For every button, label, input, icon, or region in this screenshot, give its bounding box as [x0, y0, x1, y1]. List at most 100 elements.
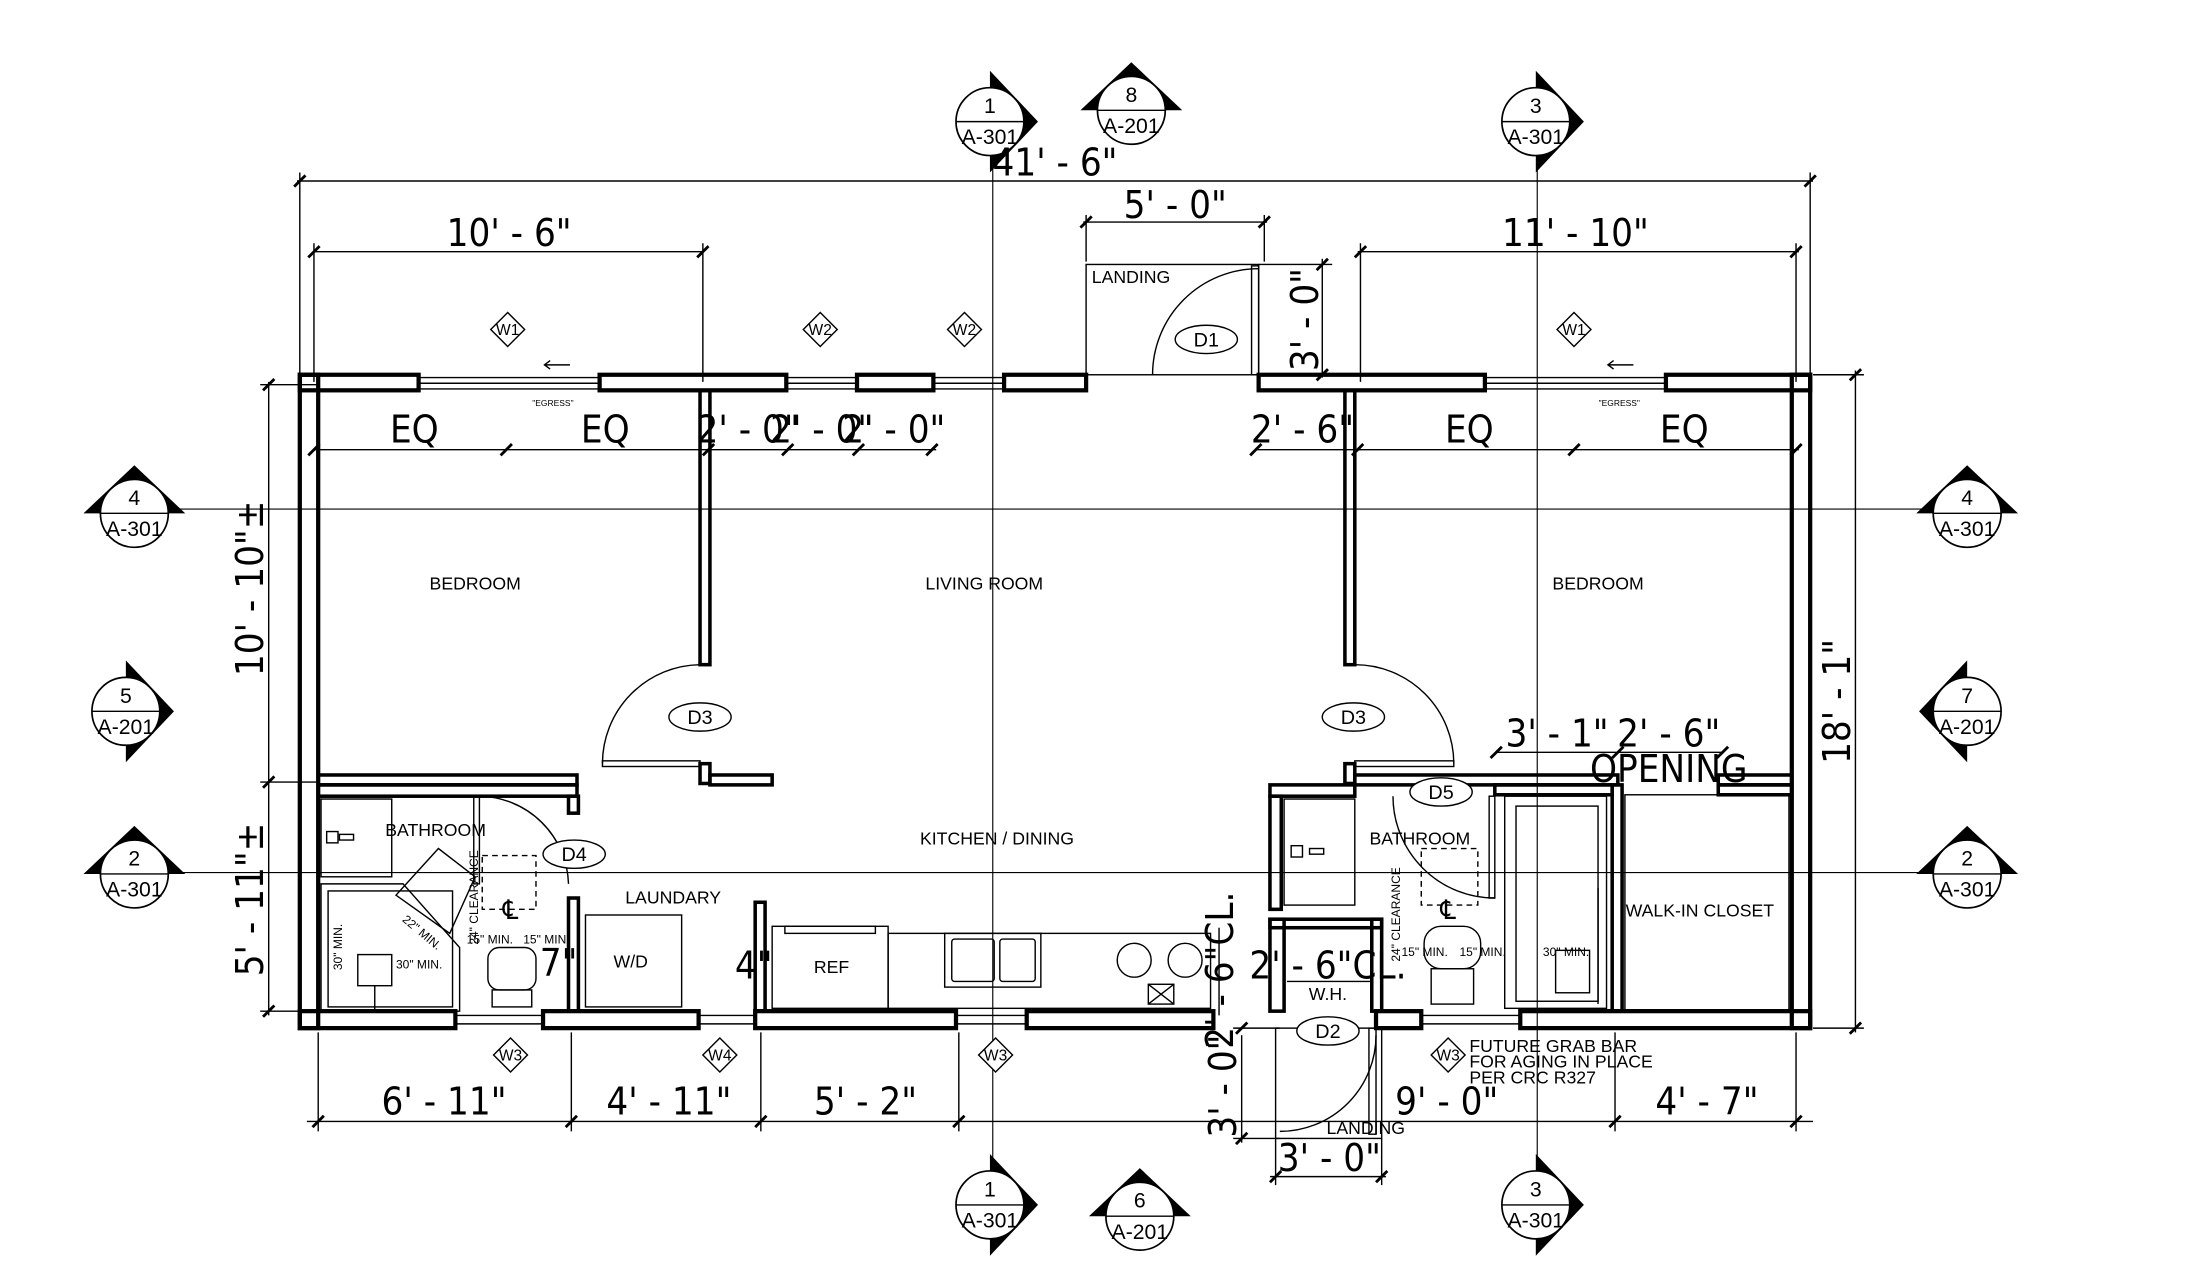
section-sheet: A-301 — [962, 1210, 1019, 1233]
room-living-room: LIVING ROOM — [925, 574, 1043, 594]
interior-walls — [316, 388, 1794, 1013]
door-tag-label: D5 — [1428, 782, 1453, 804]
section-marker-left-2: 2A-301 — [83, 825, 186, 909]
dim-bath-right: 9' - 0" — [1395, 1080, 1498, 1124]
window-tag-diamond — [492, 1037, 529, 1073]
section-number: 1 — [984, 95, 996, 118]
dimension-lines — [260, 172, 1864, 1186]
door-tag: D1 — [1174, 324, 1239, 355]
label-30min-1: 30" MIN. — [331, 924, 345, 970]
door-tag-oval — [542, 839, 606, 870]
dim-eq-1: EQ — [390, 409, 439, 453]
room-laundary: LAUNDARY — [625, 888, 721, 908]
window-tag-diamond — [489, 311, 526, 348]
dim-gap-4: 4" — [735, 945, 773, 989]
room-bathroom-left: BATHROOM — [385, 820, 486, 840]
centerline-right: ℄ — [1439, 895, 1456, 926]
doors — [473, 265, 1496, 1135]
section-marker-right-4: 4A-301 — [1916, 465, 2019, 549]
label-15min-4: 15" MIN. — [1459, 945, 1505, 959]
label-egress-right: "EGRESS" — [1599, 398, 1640, 408]
dim-landing-width: 5' - 0" — [1124, 184, 1227, 228]
door-tag-oval — [1321, 702, 1386, 732]
section-marker-bottom-6: 6A-201 — [1088, 1168, 1191, 1252]
label-15min-2: 15" MIN. — [523, 932, 569, 946]
section-sheet: A-301 — [106, 518, 163, 541]
dim-door-2ft6: 2' - 6" — [1251, 409, 1354, 453]
section-sheet: A-301 — [1939, 879, 1996, 902]
door-tag-label: D2 — [1315, 1021, 1340, 1043]
section-number: 2 — [128, 847, 140, 870]
dim-left-upper-depth: 10' - 10"± — [229, 501, 273, 677]
dim-left-lower-depth: 5' - 11"± — [229, 823, 273, 977]
dim-closet-2ft6: 2' - 6" — [1617, 713, 1720, 757]
label-15min-3: 15" MIN. — [1401, 945, 1447, 959]
section-lines — [130, 110, 1969, 1220]
dim-right-bedroom-width: 11' - 10" — [1502, 212, 1649, 256]
note-grab-bar-3: PER CRC R327 — [1469, 1067, 1596, 1087]
door-tag: D2 — [1296, 1016, 1360, 1046]
door-tag-label: D4 — [562, 844, 587, 866]
section-sheet: A-301 — [1939, 518, 1996, 541]
section-sheet: A-301 — [962, 126, 1019, 149]
dim-clear-vertical: 2' - 6"CL. — [1199, 892, 1243, 1049]
dim-rear-landing-width: 3' - 0" — [1278, 1137, 1381, 1181]
window-tag: W3 — [492, 1037, 529, 1073]
section-marker-top-1: 1A-301 — [955, 70, 1039, 173]
section-number: 2 — [1961, 847, 1973, 870]
room-walk-in-closet: WALK-IN CLOSET — [1626, 900, 1775, 920]
text-labels: 41' - 6" 10' - 6" 5' - 0" 3' - 0" 11' - … — [229, 141, 1860, 1181]
door-tag-label: D3 — [1341, 707, 1366, 729]
label-clearance-right: 24" CLEARANCE — [1389, 867, 1403, 961]
window-tag-diamond — [1430, 1037, 1467, 1073]
room-kitchen-dining: KITCHEN / DINING — [920, 828, 1074, 848]
windows-glazing — [418, 360, 1666, 1025]
door-tag: D3 — [1321, 702, 1386, 732]
section-number: 3 — [1530, 1178, 1542, 1201]
section-marker-top-3: 3A-301 — [1501, 70, 1584, 173]
label-ref: REF — [814, 957, 850, 977]
door-tag-oval — [1174, 324, 1239, 355]
centerline-left: ℄ — [502, 895, 519, 926]
label-clearance-left: 24" CLEARANCE — [467, 850, 481, 944]
section-number: 6 — [1134, 1190, 1146, 1213]
section-number: 5 — [120, 685, 132, 708]
window-tag-label: W2 — [809, 322, 832, 339]
label-22min: 22" MIN. — [400, 912, 445, 953]
section-marker-right-2: 2A-301 — [1916, 825, 2019, 909]
label-15min-1: 15" MIN. — [467, 932, 513, 946]
window-tag-diamond — [701, 1037, 738, 1073]
note-grab-bar-1: FUTURE GRAB BAR — [1469, 1036, 1637, 1056]
door-tag-oval — [1296, 1016, 1360, 1046]
label-30min-2: 30" MIN. — [396, 958, 442, 972]
room-bedroom-left: BEDROOM — [430, 574, 521, 594]
door-tag-oval — [1409, 777, 1473, 807]
dim-window-3: 2' - 0" — [842, 409, 945, 453]
section-sheet: A-201 — [1939, 716, 1996, 739]
door-tag-label: D3 — [687, 707, 712, 729]
section-number: 3 — [1530, 95, 1542, 118]
section-marker-bottom-1: 1A-301 — [955, 1153, 1039, 1256]
window-tag: W3 — [1430, 1037, 1467, 1073]
window-tag-label: W2 — [953, 322, 976, 339]
section-marker-left-4: 4A-301 — [83, 465, 186, 549]
dim-overall-depth: 18' - 1" — [1816, 639, 1860, 764]
dim-window-1: 2' - 0" — [697, 409, 800, 453]
dim-bath-left: 6' - 11" — [382, 1080, 507, 1124]
dim-eq-4: EQ — [1660, 409, 1709, 453]
dim-left-bedroom-width: 10' - 6" — [447, 212, 572, 256]
note-grab-bar-2: FOR AGING IN PLACE — [1469, 1052, 1653, 1072]
section-marker-top-8: 8A-201 — [1080, 62, 1183, 146]
section-marker-left-5: 5A-201 — [91, 660, 174, 763]
window-tag-diamond — [1556, 311, 1592, 348]
label-wh: W.H. — [1309, 984, 1347, 1004]
opening-label: OPENING — [1590, 748, 1748, 792]
window-tag: W4 — [701, 1037, 738, 1073]
dimension-ticks — [262, 174, 1863, 1184]
section-sheet: A-301 — [1508, 126, 1565, 149]
window-tag-label: W4 — [708, 1048, 732, 1065]
dim-closet-4ft7: 4' - 7" — [1655, 1080, 1758, 1124]
window-tag-label: W1 — [496, 322, 519, 339]
